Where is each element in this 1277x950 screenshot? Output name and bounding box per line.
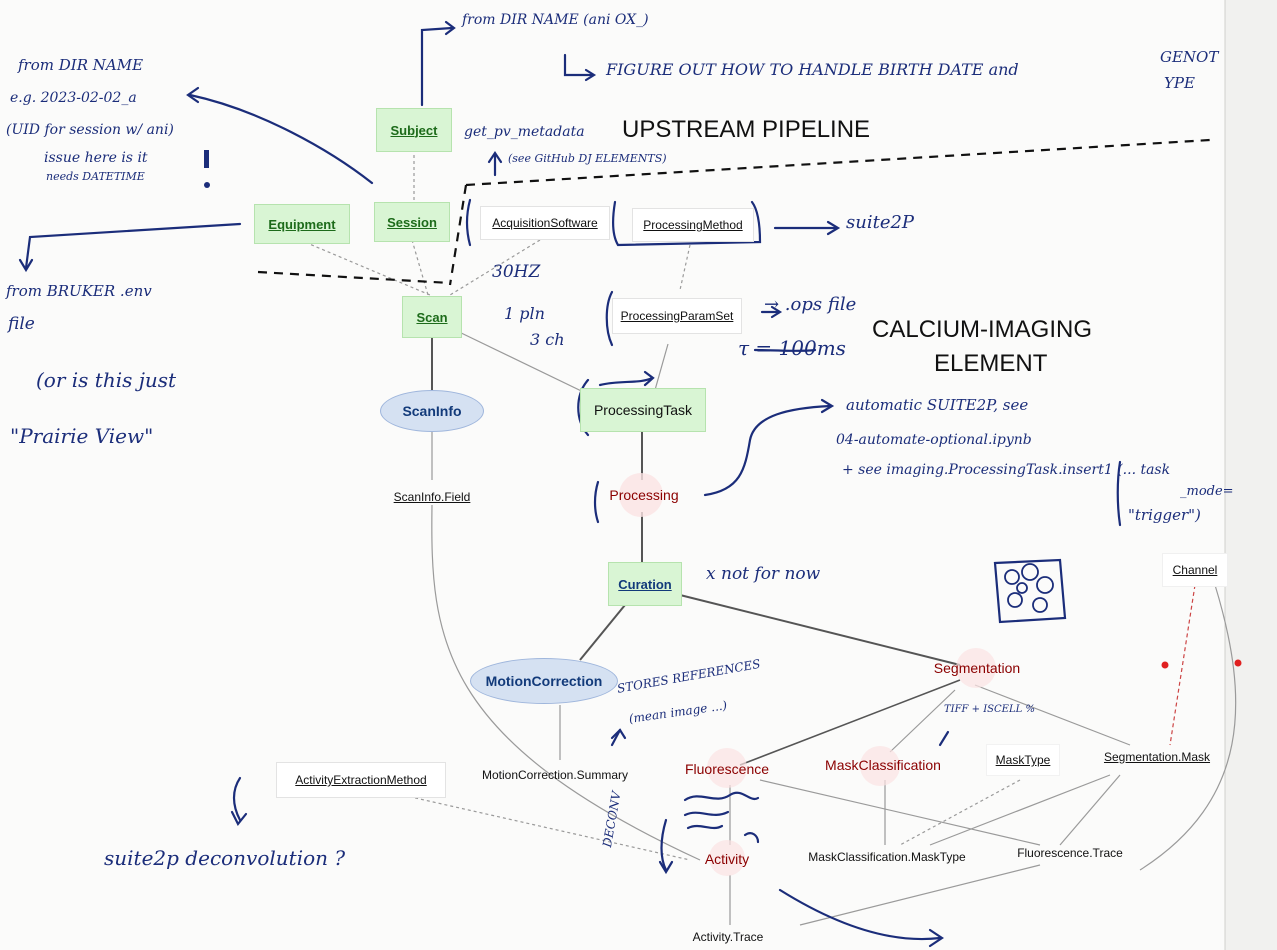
note-figure-out-1: FIGURE OUT HOW TO HANDLE BIRTH DATE and <box>606 60 1019 79</box>
note-suite2p-deconv: suite2p deconvolution ? <box>104 846 346 870</box>
note-prairie-2: "Prairie View" <box>10 424 154 448</box>
note-prairie-1: (or is this just <box>36 368 177 392</box>
note-get-metadata: get_pv_metadata <box>464 124 585 140</box>
node-scan-info-field[interactable]: ScanInfo.Field <box>393 490 471 504</box>
node-channel[interactable]: Channel <box>1162 553 1228 587</box>
note-tau: τ = 100ms <box>738 336 846 360</box>
node-activity[interactable]: Activity <box>704 851 750 867</box>
node-activity-trace[interactable]: Activity.Trace <box>692 930 764 944</box>
node-motion-correction[interactable]: MotionCorrection <box>470 658 618 704</box>
node-fluorescence[interactable]: Fluorescence <box>684 761 770 777</box>
note-from-bruker-1: from BRUKER .env <box>6 282 152 300</box>
calcium-imaging-title-line2: ELEMENT <box>934 350 1048 377</box>
note-dir-name-top: from DIR NAME (ani OX_) <box>462 12 649 28</box>
note-automatic-1: automatic SUITE2P, see <box>846 396 1029 414</box>
node-scan[interactable]: Scan <box>402 296 462 338</box>
node-curation[interactable]: Curation <box>608 562 682 606</box>
node-subject[interactable]: Subject <box>376 108 452 152</box>
node-segmentation-mask[interactable]: Segmentation.Mask <box>1103 750 1211 764</box>
note-from-bruker-2: file <box>8 314 35 334</box>
upstream-boundary <box>257 138 1211 286</box>
node-fluorescence-trace[interactable]: Fluorescence.Trace <box>1017 846 1123 860</box>
node-processing-task[interactable]: ProcessingTask <box>580 388 706 432</box>
note-automatic-3: + see imaging.ProcessingTask.insert1 (..… <box>842 462 1171 478</box>
note-plane: 1 pln <box>504 304 545 323</box>
note-automatic-2: 04-automate-optional.ipynb <box>836 432 1032 448</box>
dependency-edges <box>299 155 1237 926</box>
note-dir-name-left-2: e.g. 2023-02-02_a <box>10 90 137 106</box>
node-segmentation[interactable]: Segmentation <box>933 660 1021 676</box>
node-activity-extraction-method[interactable]: ActivityExtractionMethod <box>276 762 446 798</box>
node-equipment[interactable]: Equipment <box>254 204 350 244</box>
note-not-for-now: x not for now <box>706 564 821 584</box>
node-processing-method[interactable]: ProcessingMethod <box>632 208 754 242</box>
node-motion-correction-summary[interactable]: MotionCorrection.Summary <box>481 768 629 782</box>
note-figure-out-3: YPE <box>1164 74 1195 92</box>
pen-strokes <box>18 20 1122 948</box>
node-processing[interactable]: Processing <box>609 487 679 503</box>
calcium-imaging-title-line1: CALCIUM-IMAGING <box>872 316 1093 343</box>
note-hz: 30HZ <box>492 262 541 282</box>
node-acquisition-software[interactable]: AcquisitionSoftware <box>480 206 610 240</box>
node-scan-info[interactable]: ScanInfo <box>380 390 484 432</box>
page-edge <box>1225 0 1277 950</box>
node-mask-classification-mask-type[interactable]: MaskClassification.MaskType <box>808 850 966 864</box>
note-dir-name-left-4: issue here is it <box>44 150 148 166</box>
cell-sketch <box>1004 563 1054 613</box>
note-ops-file: → .ops file <box>764 294 857 315</box>
node-processing-param-set[interactable]: ProcessingParamSet <box>612 298 742 334</box>
note-suite2p: suite2P <box>846 212 915 233</box>
note-dir-name-left-3: (UID for session w/ ani) <box>6 122 174 138</box>
upstream-pipeline-title: UPSTREAM PIPELINE <box>622 116 871 143</box>
note-dir-name-left-5: needs DATETIME <box>46 170 145 183</box>
note-automatic-4: _mode= <box>1180 484 1234 499</box>
note-figure-out-2: GENOT <box>1160 48 1219 66</box>
node-mask-classification[interactable]: MaskClassification <box>825 757 941 773</box>
node-session[interactable]: Session <box>374 202 450 242</box>
note-dir-name-left-1: from DIR NAME <box>18 56 144 74</box>
note-tiff: TIFF + ISCELL % <box>944 704 1035 715</box>
note-channels: 3 ch <box>530 330 565 349</box>
node-mask-type[interactable]: MaskType <box>986 744 1060 776</box>
note-automatic-5: "trigger") <box>1128 506 1201 524</box>
note-see-github: (see GitHub DJ ELEMENTS) <box>508 152 667 165</box>
